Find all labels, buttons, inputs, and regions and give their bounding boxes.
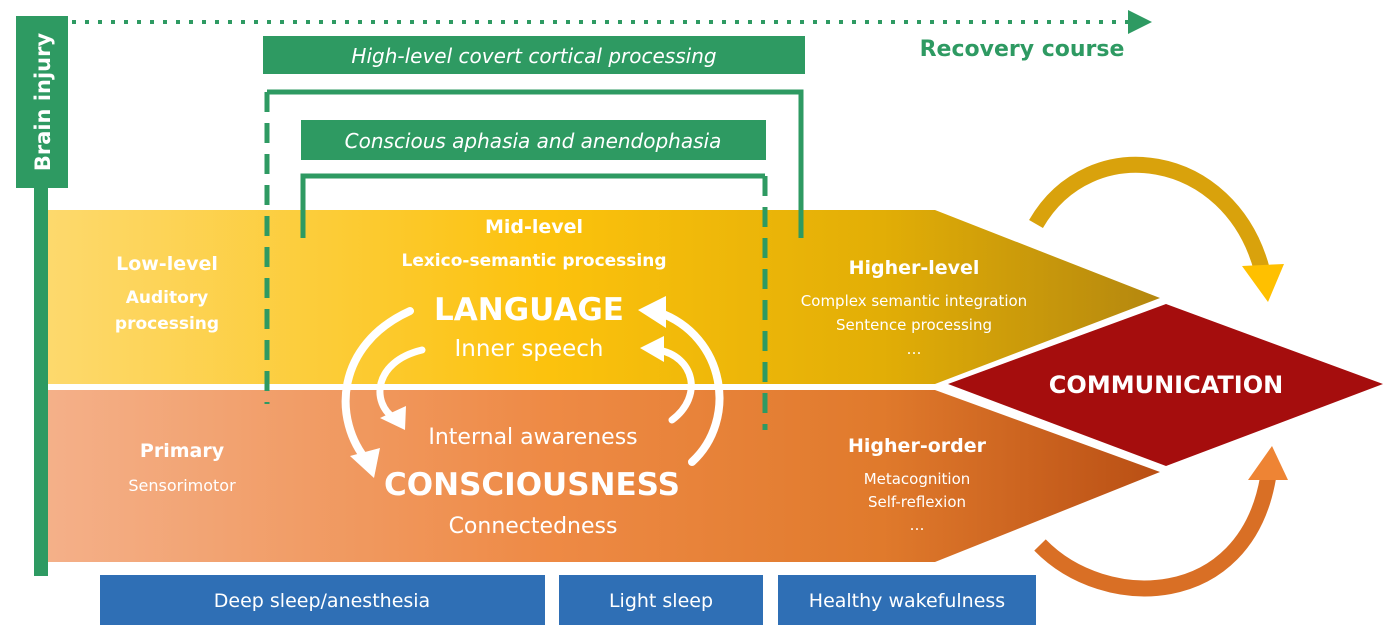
covert-processing-label: High-level covert cortical processing xyxy=(351,44,716,68)
communication-label: COMMUNICATION xyxy=(1049,371,1283,399)
low-level-group: Low-level Auditory processing xyxy=(115,253,219,334)
state-box-light-sleep xyxy=(559,575,763,625)
primary-group: Primary Sensorimotor xyxy=(128,440,236,495)
bottom-cycle-arrowhead xyxy=(1248,446,1288,480)
mid-level-sub: Lexico-semantic processing xyxy=(401,251,666,271)
outer-right-arrowhead xyxy=(638,296,666,328)
covert-processing-box xyxy=(263,36,805,74)
higher-level-group: Higher-level Complex semantic integratio… xyxy=(801,257,1027,358)
aphasia-bracket xyxy=(300,173,765,238)
language-title: LANGUAGE xyxy=(434,292,624,328)
consciousness-title: CONSCIOUSNESS xyxy=(384,467,680,503)
state-boxes: Deep sleep/anesthesia Light sleep Health… xyxy=(100,575,1036,625)
brain-injury-label: Brain injury xyxy=(31,33,55,172)
state-label-light-sleep: Light sleep xyxy=(609,590,713,612)
mid-level-group: Mid-level Lexico-semantic processing LAN… xyxy=(401,216,666,362)
language-band xyxy=(48,210,1160,384)
aphasia-label: Conscious aphasia and anendophasia xyxy=(345,129,722,153)
higher-level-line2: Sentence processing xyxy=(836,316,992,334)
inner-right-arrowhead xyxy=(640,336,664,362)
low-level-line1: Auditory xyxy=(126,288,209,308)
top-cycle-arrowhead xyxy=(1242,264,1284,302)
state-label-deep-sleep: Deep sleep/anesthesia xyxy=(214,590,430,612)
low-level-title: Low-level xyxy=(116,253,218,275)
inner-speech-label: Inner speech xyxy=(455,336,604,362)
higher-order-line3: … xyxy=(910,516,925,534)
state-box-deep-sleep xyxy=(100,575,545,625)
consciousness-group: Internal awareness CONSCIOUSNESS Connect… xyxy=(384,425,680,539)
top-cycle-arrow xyxy=(1029,157,1270,273)
brain-injury-bar xyxy=(34,180,48,576)
connectedness-label: Connectedness xyxy=(449,514,618,539)
higher-order-group: Higher-order Metacognition Self-reflexio… xyxy=(848,435,987,534)
aphasia-box xyxy=(301,120,766,160)
higher-level-title: Higher-level xyxy=(849,257,980,279)
mid-level-title: Mid-level xyxy=(485,216,583,238)
brain-injury-box xyxy=(16,16,68,188)
higher-order-title: Higher-order xyxy=(848,435,987,457)
inner-left-arrowhead xyxy=(380,406,406,430)
low-level-line2: processing xyxy=(115,314,219,334)
state-label-wakefulness: Healthy wakefulness xyxy=(809,590,1005,612)
primary-sub: Sensorimotor xyxy=(128,476,236,495)
communication-diamond xyxy=(948,304,1383,466)
consciousness-band xyxy=(48,390,1160,562)
interaction-arrows xyxy=(341,296,724,478)
primary-title: Primary xyxy=(140,440,225,462)
inner-left-arrow xyxy=(376,346,426,422)
state-box-wakefulness xyxy=(778,575,1036,625)
bottom-cycle-arrow xyxy=(1034,476,1276,597)
higher-level-line3: … xyxy=(907,340,922,358)
outer-left-arrow xyxy=(341,307,414,466)
higher-order-line2: Self-reflexion xyxy=(868,493,966,511)
outer-left-arrowhead xyxy=(350,448,380,478)
outer-right-arrow xyxy=(654,308,724,466)
inner-right-arrow xyxy=(654,346,695,424)
internal-awareness-label: Internal awareness xyxy=(428,425,637,450)
higher-level-line1: Complex semantic integration xyxy=(801,292,1027,310)
recovery-course-label: Recovery course xyxy=(920,37,1125,62)
covert-bracket xyxy=(267,89,804,238)
higher-order-line1: Metacognition xyxy=(864,470,971,488)
